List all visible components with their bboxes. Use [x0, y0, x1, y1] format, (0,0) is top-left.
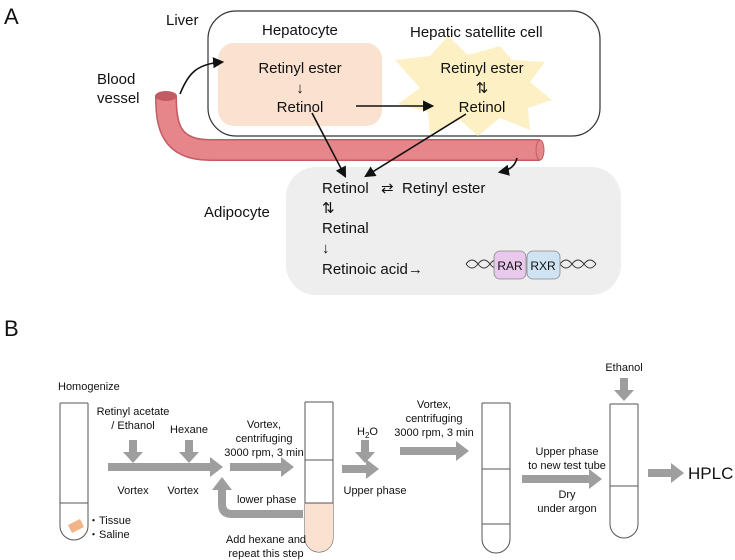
liver-label: Liver — [166, 12, 199, 29]
hsc-retinol-to-adipocyte-arrow — [364, 113, 467, 178]
adipocyte-updown-arrow: ⇅ — [322, 200, 335, 217]
step2-line3: 3000 rpm, 3 min — [394, 427, 473, 439]
hsc-retinol: Retinol — [459, 99, 506, 116]
saline-label: ・Saline — [88, 529, 130, 541]
hsc-label: Hepatic satellite cell — [410, 24, 543, 41]
water-label: H2O — [357, 426, 378, 440]
adipocyte-down-arrow: ↓ — [322, 240, 330, 257]
repeat-line2: repeat this step — [228, 548, 303, 560]
vortex-label-2: Vortex — [167, 485, 199, 497]
dry-line2: under argon — [537, 503, 596, 515]
transfer-line2: to new test tube — [528, 460, 606, 472]
adipocyte-exchange-arrow: ⇄ — [381, 180, 394, 197]
hepatocyte-retinol: Retinol — [277, 99, 324, 116]
hexane-label: Hexane — [170, 424, 208, 436]
blood-vessel — [156, 95, 540, 160]
tube-2-lower-phase — [305, 503, 333, 552]
hsc-updown-arrow: ⇅ — [476, 80, 489, 97]
test-tube-3 — [481, 403, 511, 554]
ethanol-reagent-label: / Ethanol — [111, 420, 154, 432]
test-tube-1 — [59, 403, 89, 541]
hepatocyte-cell — [218, 43, 382, 126]
process-arrow-3 — [342, 459, 379, 479]
add-hexane-arrow — [179, 440, 199, 463]
homogenize-label: Homogenize — [58, 381, 120, 393]
repeat-loop-arrow — [212, 477, 303, 518]
tissue-sample — [68, 519, 84, 533]
adipocyte-retinal: Retinal — [322, 220, 369, 237]
panel-b-label: B — [4, 316, 19, 341]
hepatocyte-down-arrow: ↓ — [296, 80, 304, 97]
hep-retinol-to-adipocyte-arrow — [311, 112, 347, 178]
hepatic-satellite-cell — [395, 36, 552, 136]
step2-line1: Vortex, — [417, 399, 451, 411]
process-arrow-4 — [400, 441, 469, 461]
vortex-label-1: Vortex — [117, 485, 149, 497]
vessel-to-hepatocyte-arrow — [179, 57, 225, 95]
rar-box — [493, 250, 527, 280]
hplc-label: HPLC — [688, 464, 733, 483]
rar-label: RAR — [497, 259, 523, 273]
hepatocyte-label: Hepatocyte — [262, 22, 338, 39]
lower-phase-label: lower phase — [237, 494, 296, 506]
adipocyte-retinol: Retinol — [322, 180, 369, 197]
adipocyte-retinyl-ester: Retinyl ester — [402, 180, 485, 197]
add-water-arrow — [355, 440, 375, 463]
transfer-line1: Upper phase — [536, 446, 599, 458]
hepatocyte-retinyl-ester: Retinyl ester — [258, 60, 341, 77]
blood-vessel-end — [535, 139, 545, 161]
repeat-line1: Add hexane and — [226, 534, 306, 546]
upper-phase-label: Upper phase — [344, 485, 407, 497]
step1-line2: centrifuging — [236, 433, 293, 445]
adipocyte-retinoic-acid: Retinoic acid→ — [322, 261, 423, 278]
hsc-retinyl-ester: Retinyl ester — [440, 60, 523, 77]
test-tube-4 — [609, 404, 639, 539]
panel-a-label: A — [4, 4, 19, 29]
adipocyte-label: Adipocyte — [204, 204, 270, 221]
process-arrow-2 — [230, 457, 294, 477]
vessel-label: vessel — [97, 90, 140, 107]
process-arrow-6 — [648, 463, 684, 483]
retinyl-acetate-label: Retinyl acetate — [97, 406, 170, 418]
process-arrow-5 — [522, 469, 602, 489]
ethanol-label: Ethanol — [605, 362, 642, 374]
step2-line2: centrifuging — [406, 413, 463, 425]
rxr-box — [526, 250, 561, 280]
rxr-label: RXR — [530, 259, 556, 273]
vessel-to-adipocyte-arrow — [497, 157, 518, 176]
blood-vessel-opening — [155, 91, 177, 101]
dry-line1: Dry — [558, 489, 576, 501]
blood-label: Blood — [97, 71, 135, 88]
tissue-label: ・Tissue — [88, 515, 131, 527]
process-arrow-1 — [108, 457, 223, 477]
step1-line1: Vortex, — [247, 419, 281, 431]
add-retinyl-acetate-arrow — [123, 440, 143, 463]
step1-line3: 3000 rpm, 3 min — [224, 447, 303, 459]
add-ethanol-arrow — [614, 378, 634, 401]
